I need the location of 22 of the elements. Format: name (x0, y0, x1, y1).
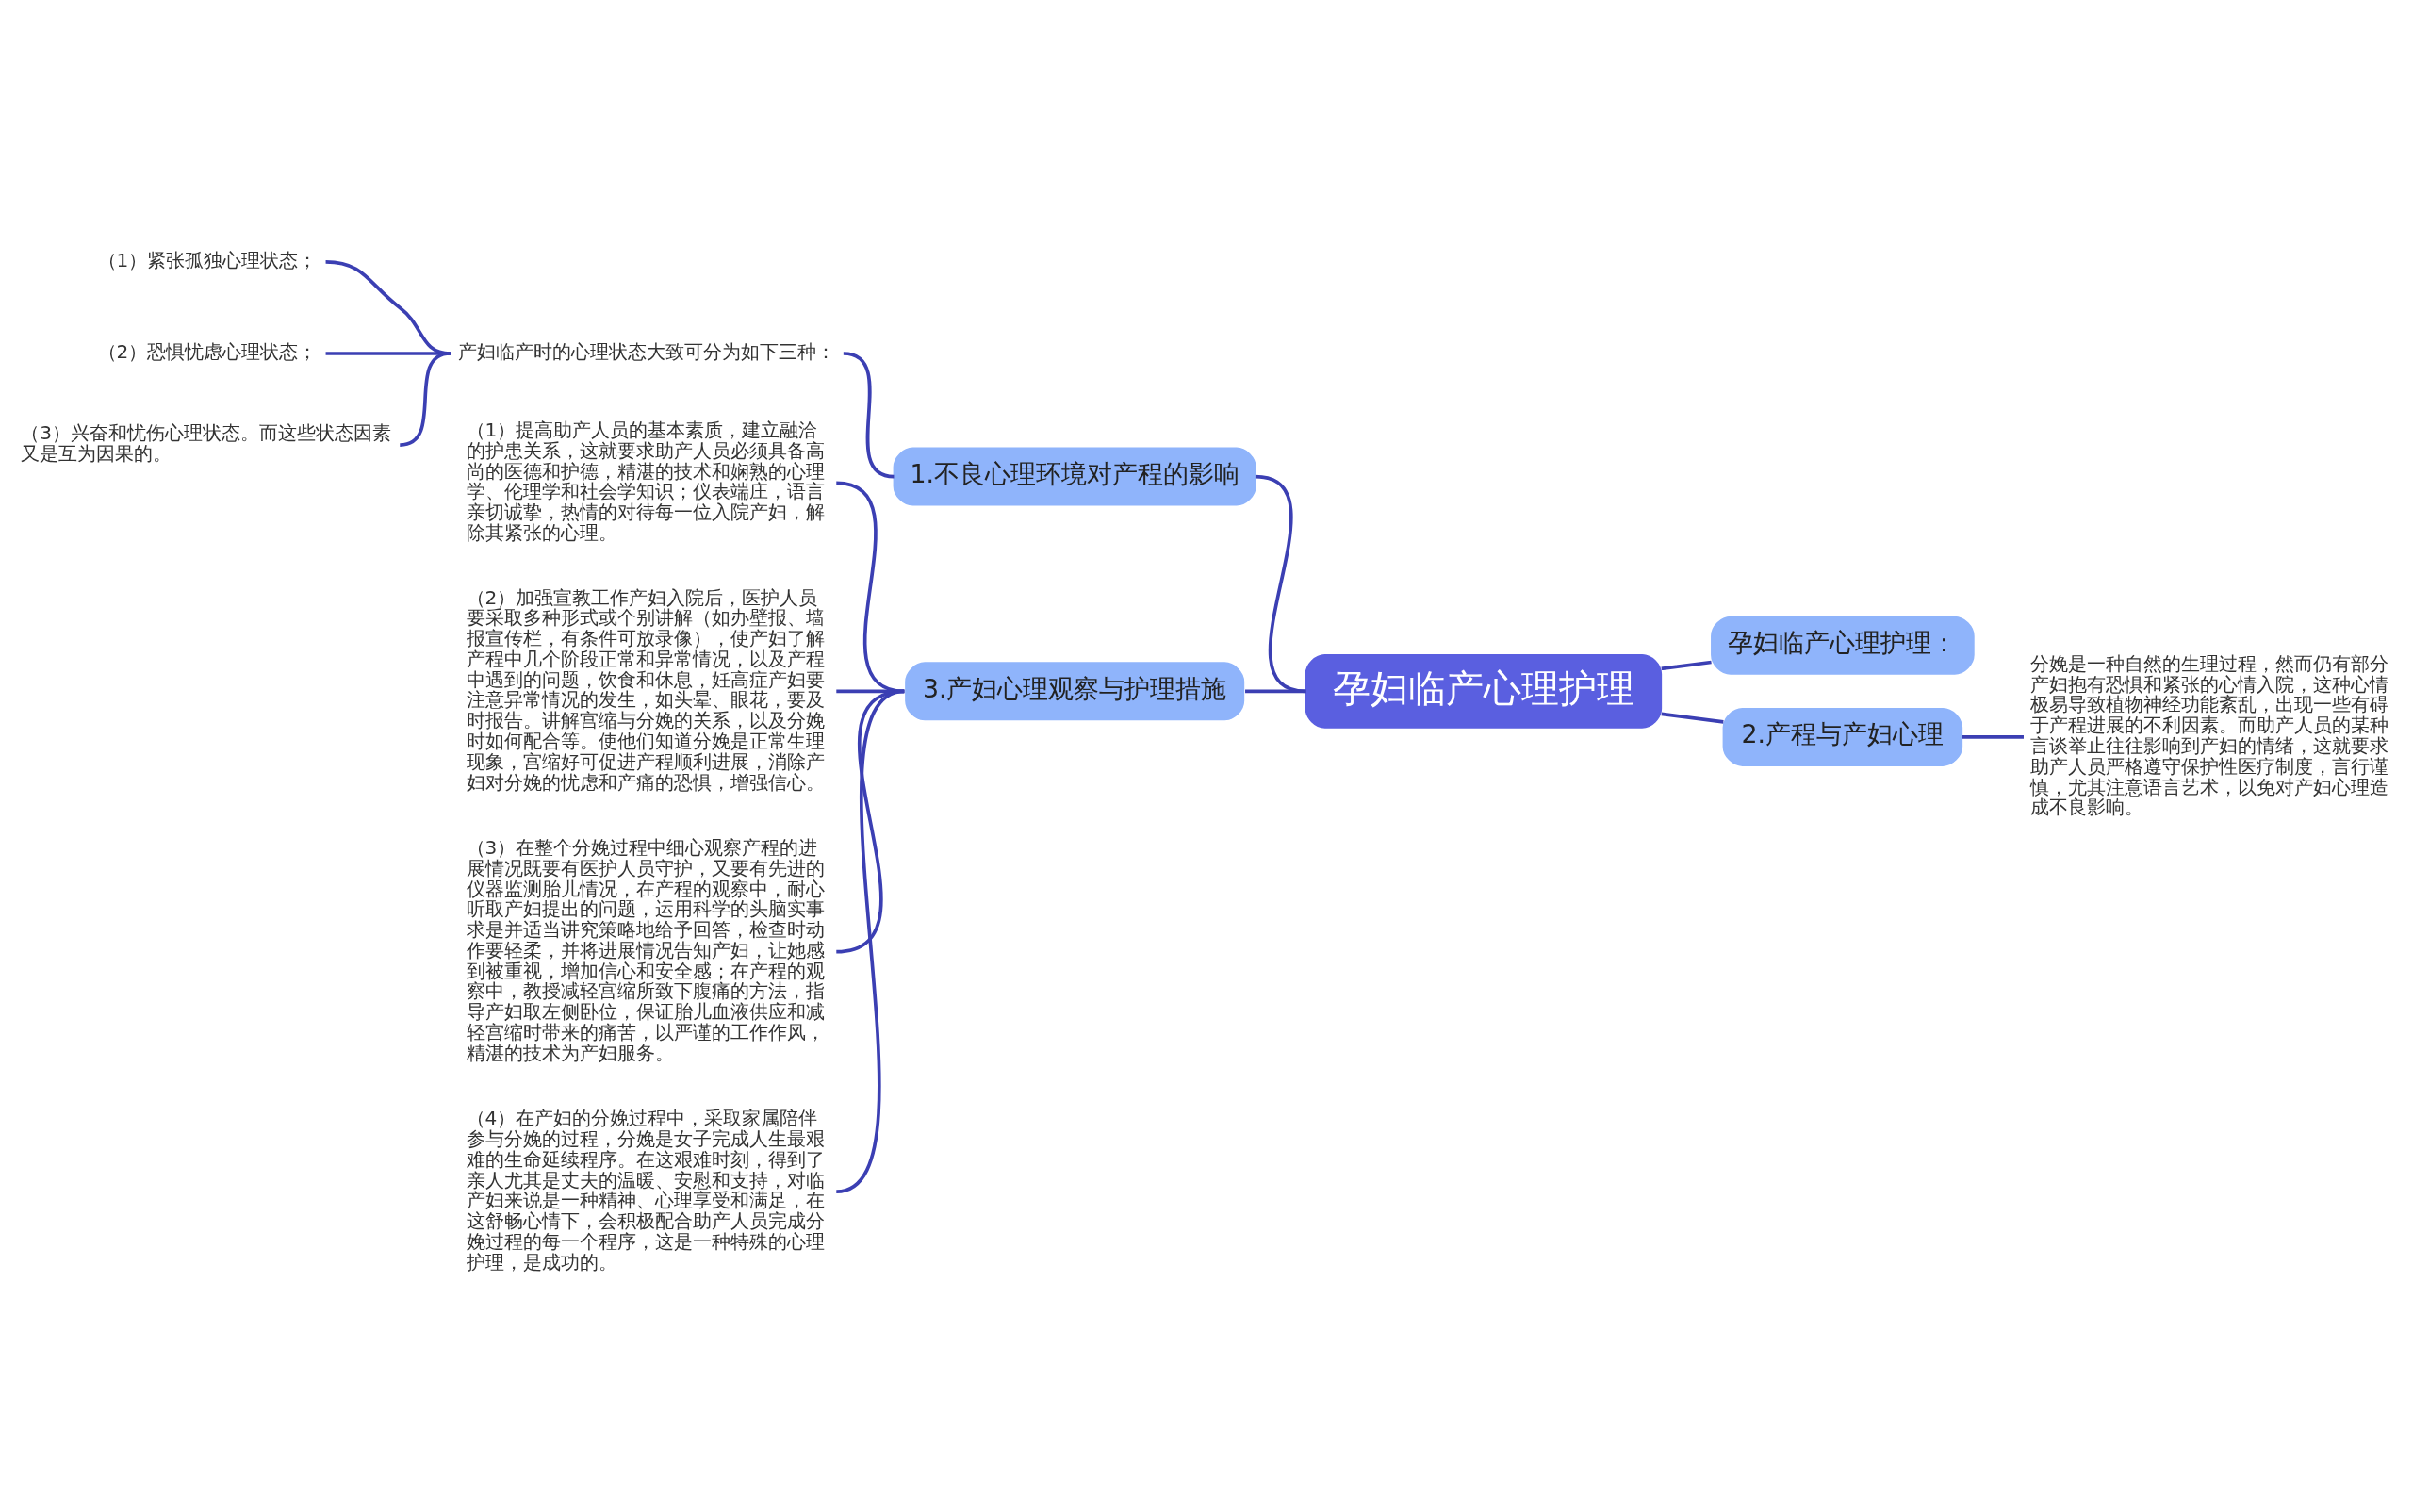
node-text: （4）在产妇的分娩过程中，采取家属陪伴参与分娩的过程，分娩是女子完成人生最艰难的生命延续程序。在这艰难时刻，得到了亲人尤其是丈夫的温暖、安慰和支持，对临产妇来说是一种精神、心理享受和满足，在这舒畅心情下，会积极配合助产人员完成分娩过程的每一个程序，这是一种特殊的心理护理，是成功的。 (466, 1107, 825, 1274)
connector (835, 689, 906, 1193)
node-text: （1）紧张孤独心理状态； (97, 249, 318, 272)
connector (835, 481, 905, 694)
node-box: 孕妇临产心理护理： (1711, 616, 1975, 675)
connector (1661, 712, 1724, 724)
node-text: （2）恐惧忧虑心理状态； (97, 340, 318, 364)
connector (835, 689, 905, 954)
node-box: 3.产妇心理观察与护理措施 (905, 662, 1245, 721)
node-text: 产妇临产时的心理状态大致可分为如下三种： (458, 340, 836, 364)
node-box: 孕妇临产心理护理 (1305, 654, 1663, 729)
node-box: 1.不良心理环境对产程的影响 (893, 447, 1256, 506)
node-box: 2.产程与产妇心理 (1722, 707, 1963, 766)
node-text: （2）加强宣教工作产妇入院后，医护人员要采取多种形式或个别讲解（如办壁报、墙报宣传栏，有条件可放录像），使产妇了解产程中几个阶段正常和异常情况，以及产程中遇到的问题，饮食和休息，妊高症产妇要注意异常情况的发生，如头晕、眼花，要及时报告。讲解宫缩与分娩的关系，以及分娩时如何配合等。使他们知道分娩是正常生理现象，宫缩好可促进产程顺利进展，消除产妇对分娩的忧虑和产痛的恐惧，增强信心。 (466, 585, 825, 794)
node-text: （3）兴奋和忧伤心理状态。而这些状态因素又是互为因果的。 (21, 421, 392, 466)
connector (1245, 689, 1306, 694)
connector (836, 689, 905, 694)
node-text: （3）在整个分娩过程中细心观察产程的进展情况既要有医护人员守护，又要有先进的仪器监测胎儿情况，在产程的观察中，耐心听取产妇提出的问题，运用科学的头脑实事求是并适当讲究策略地给予回答，检查时动作要轻柔，并将进展情况告知产妇，让她感到被重视，增加信心和安全感；在产程的观察中，教授减轻宫缩所致下腹痛的方法，指导产妇取左侧卧位，保证胎儿血液供应和减轻宫缩时带来的痛苦，以严谨的工作作风，精湛的技术为产妇服务。 (466, 835, 825, 1064)
node-text: 分娩是一种自然的生理过程，然而仍有部分产妇抱有恐惧和紧张的心情入院，这种心情极易导致植物神经功能紊乱，出现一些有碍于产程进展的不利因素。而助产人员的某种言谈举止往往影响到产妇的情绪，这就要求助产人员严格遵守保护性医疗制度，言行谨慎，尤其注意语言艺术，以免对产妇心理造成不良影响。 (2030, 651, 2389, 819)
node-text: （1）提高助产人员的基本素质，建立融洽的护患关系，这就要求助产人员必须具备高尚的医德和护德，精湛的技术和娴熟的心理学、伦理学和社会学知识；仪表端庄，语言亲切诚挚，热情的对待每一位入院产妇，解除其紧张的心理。 (466, 419, 825, 544)
connector (1962, 735, 2024, 739)
connector (1661, 660, 1712, 671)
